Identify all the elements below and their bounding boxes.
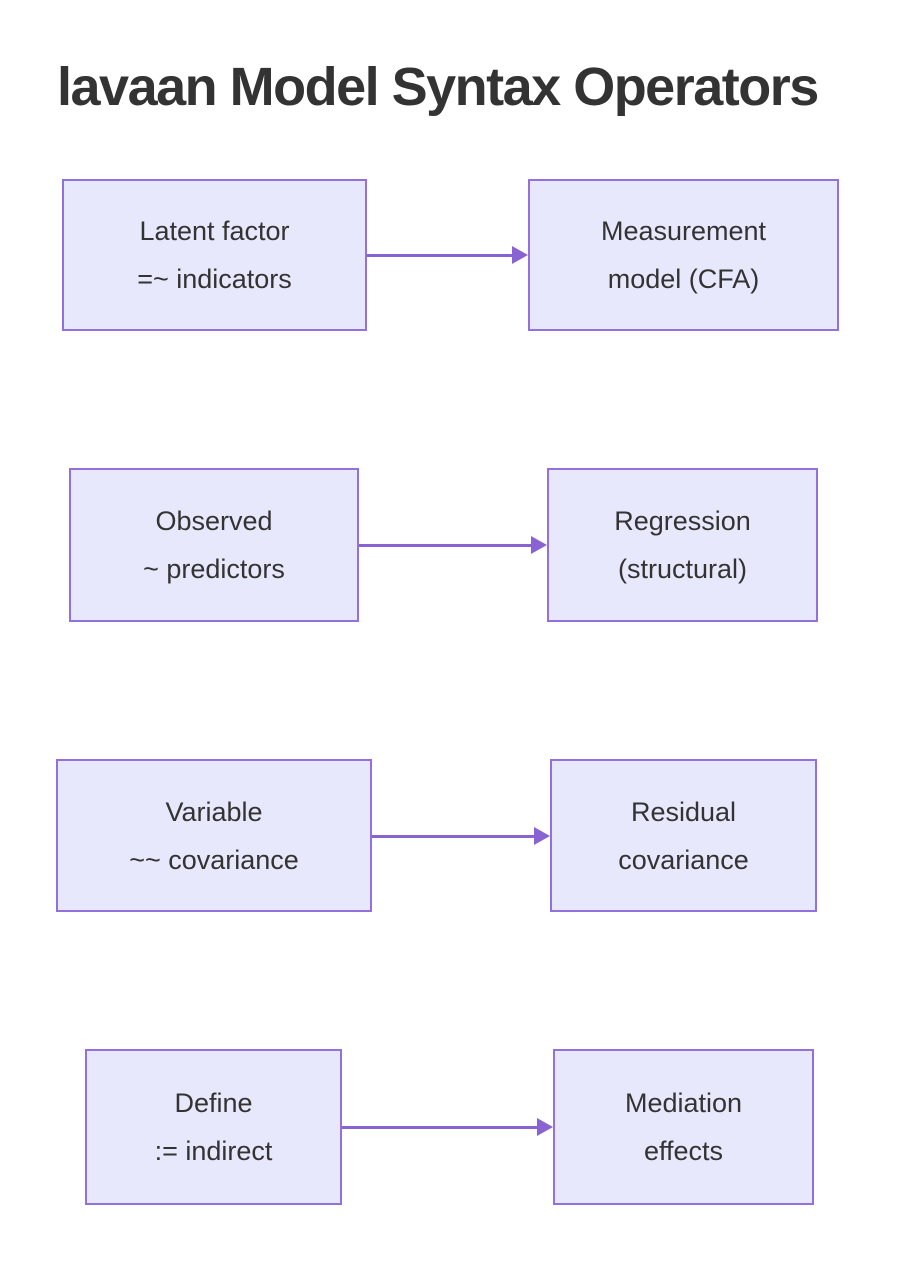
node-observed-predictors: Observed ~ predictors bbox=[69, 468, 359, 622]
arrow-row3 bbox=[372, 827, 550, 845]
node-label-line2: (structural) bbox=[617, 554, 747, 584]
node-define-indirect: Define := indirect bbox=[85, 1049, 342, 1205]
node-mediation-effects: Mediation effects bbox=[553, 1049, 814, 1205]
node-label-line1: Observed bbox=[155, 506, 273, 536]
node-measurement-model: Measurement model (CFA) bbox=[528, 179, 839, 331]
node-label-line1: Latent factor bbox=[139, 216, 290, 246]
arrow-row2 bbox=[359, 536, 547, 554]
node-label-line1: Residual bbox=[630, 796, 737, 827]
node-label-line1: Measurement bbox=[600, 216, 767, 246]
arrow-head-icon bbox=[534, 827, 550, 845]
node-residual-covariance: Residual covariance bbox=[550, 759, 817, 912]
arrow-head-icon bbox=[531, 536, 547, 554]
node-label-line1: Define bbox=[174, 1088, 253, 1118]
node-label-line2: covariance bbox=[618, 844, 749, 875]
node-latent-factor: Latent factor =~ indicators bbox=[62, 179, 367, 331]
node-variable-covariance: Variable ~~ covariance bbox=[56, 759, 372, 912]
arrow-line bbox=[359, 543, 531, 547]
node-regression-structural: Regression (structural) bbox=[547, 468, 818, 622]
arrow-line bbox=[367, 253, 512, 257]
diagram-title: lavaan Model Syntax Operators bbox=[57, 57, 819, 117]
node-label-line1: Regression bbox=[614, 506, 751, 536]
node-label-line2: effects bbox=[643, 1136, 724, 1166]
arrow-head-icon bbox=[537, 1118, 553, 1136]
arrow-line bbox=[342, 1125, 537, 1129]
arrow-row1 bbox=[367, 246, 528, 264]
arrow-head-icon bbox=[512, 246, 528, 264]
node-label-line2: =~ indicators bbox=[137, 264, 292, 294]
arrow-row4 bbox=[342, 1118, 553, 1136]
node-label-line2: model (CFA) bbox=[607, 264, 760, 294]
node-label-line2: ~ predictors bbox=[143, 554, 285, 584]
arrow-line bbox=[372, 834, 534, 838]
node-label-line2: := indirect bbox=[154, 1136, 273, 1166]
node-label-line1: Mediation bbox=[624, 1088, 743, 1118]
node-label-line1: Variable bbox=[165, 796, 263, 827]
node-label-line2: ~~ covariance bbox=[129, 844, 299, 875]
